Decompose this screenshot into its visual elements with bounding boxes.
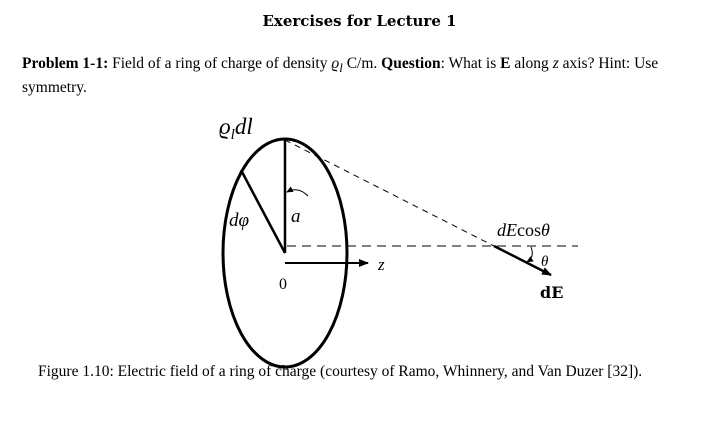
problem-text-1: Field of a ring of charge of density	[108, 55, 332, 72]
e-field-symbol: E	[500, 55, 511, 72]
figure-caption: Figure 1.10: Electric field of a ring of…	[38, 363, 643, 380]
angle-arrow-a	[286, 186, 309, 197]
de-vector	[493, 244, 552, 277]
problem-text-3: : What is	[440, 55, 501, 72]
dashed-line-to-point	[284, 139, 495, 247]
problem-statement: Problem 1-1: Field of a ring of charge o…	[22, 54, 702, 98]
charge-ring	[221, 137, 349, 369]
problem-text-2: C/m.	[342, 55, 382, 72]
z-symbol: z	[552, 55, 559, 72]
problem-text-5: axis? Hint: Use symmetry.	[22, 55, 659, 97]
rho-subscript: l	[339, 60, 343, 76]
rho-symbol: ϱ	[331, 55, 340, 72]
label-z: z	[377, 255, 385, 274]
problem-text-4: along	[510, 55, 553, 72]
label-de-cos-theta: dEcosθ	[497, 220, 550, 240]
radius-line-angled	[239, 169, 287, 254]
page-heading: Exercises for Lecture 1	[262, 12, 457, 30]
problem-label: Problem 1-1:	[22, 55, 109, 72]
label-a: a	[291, 206, 301, 227]
question-label: Question	[381, 55, 441, 72]
label-origin: 0	[279, 276, 287, 293]
label-dphi: dφ	[229, 210, 249, 231]
theta-arc	[526, 246, 534, 263]
label-charge-element: ϱldl	[219, 114, 253, 143]
label-theta: θ	[541, 254, 549, 270]
label-de: dE	[540, 283, 563, 302]
